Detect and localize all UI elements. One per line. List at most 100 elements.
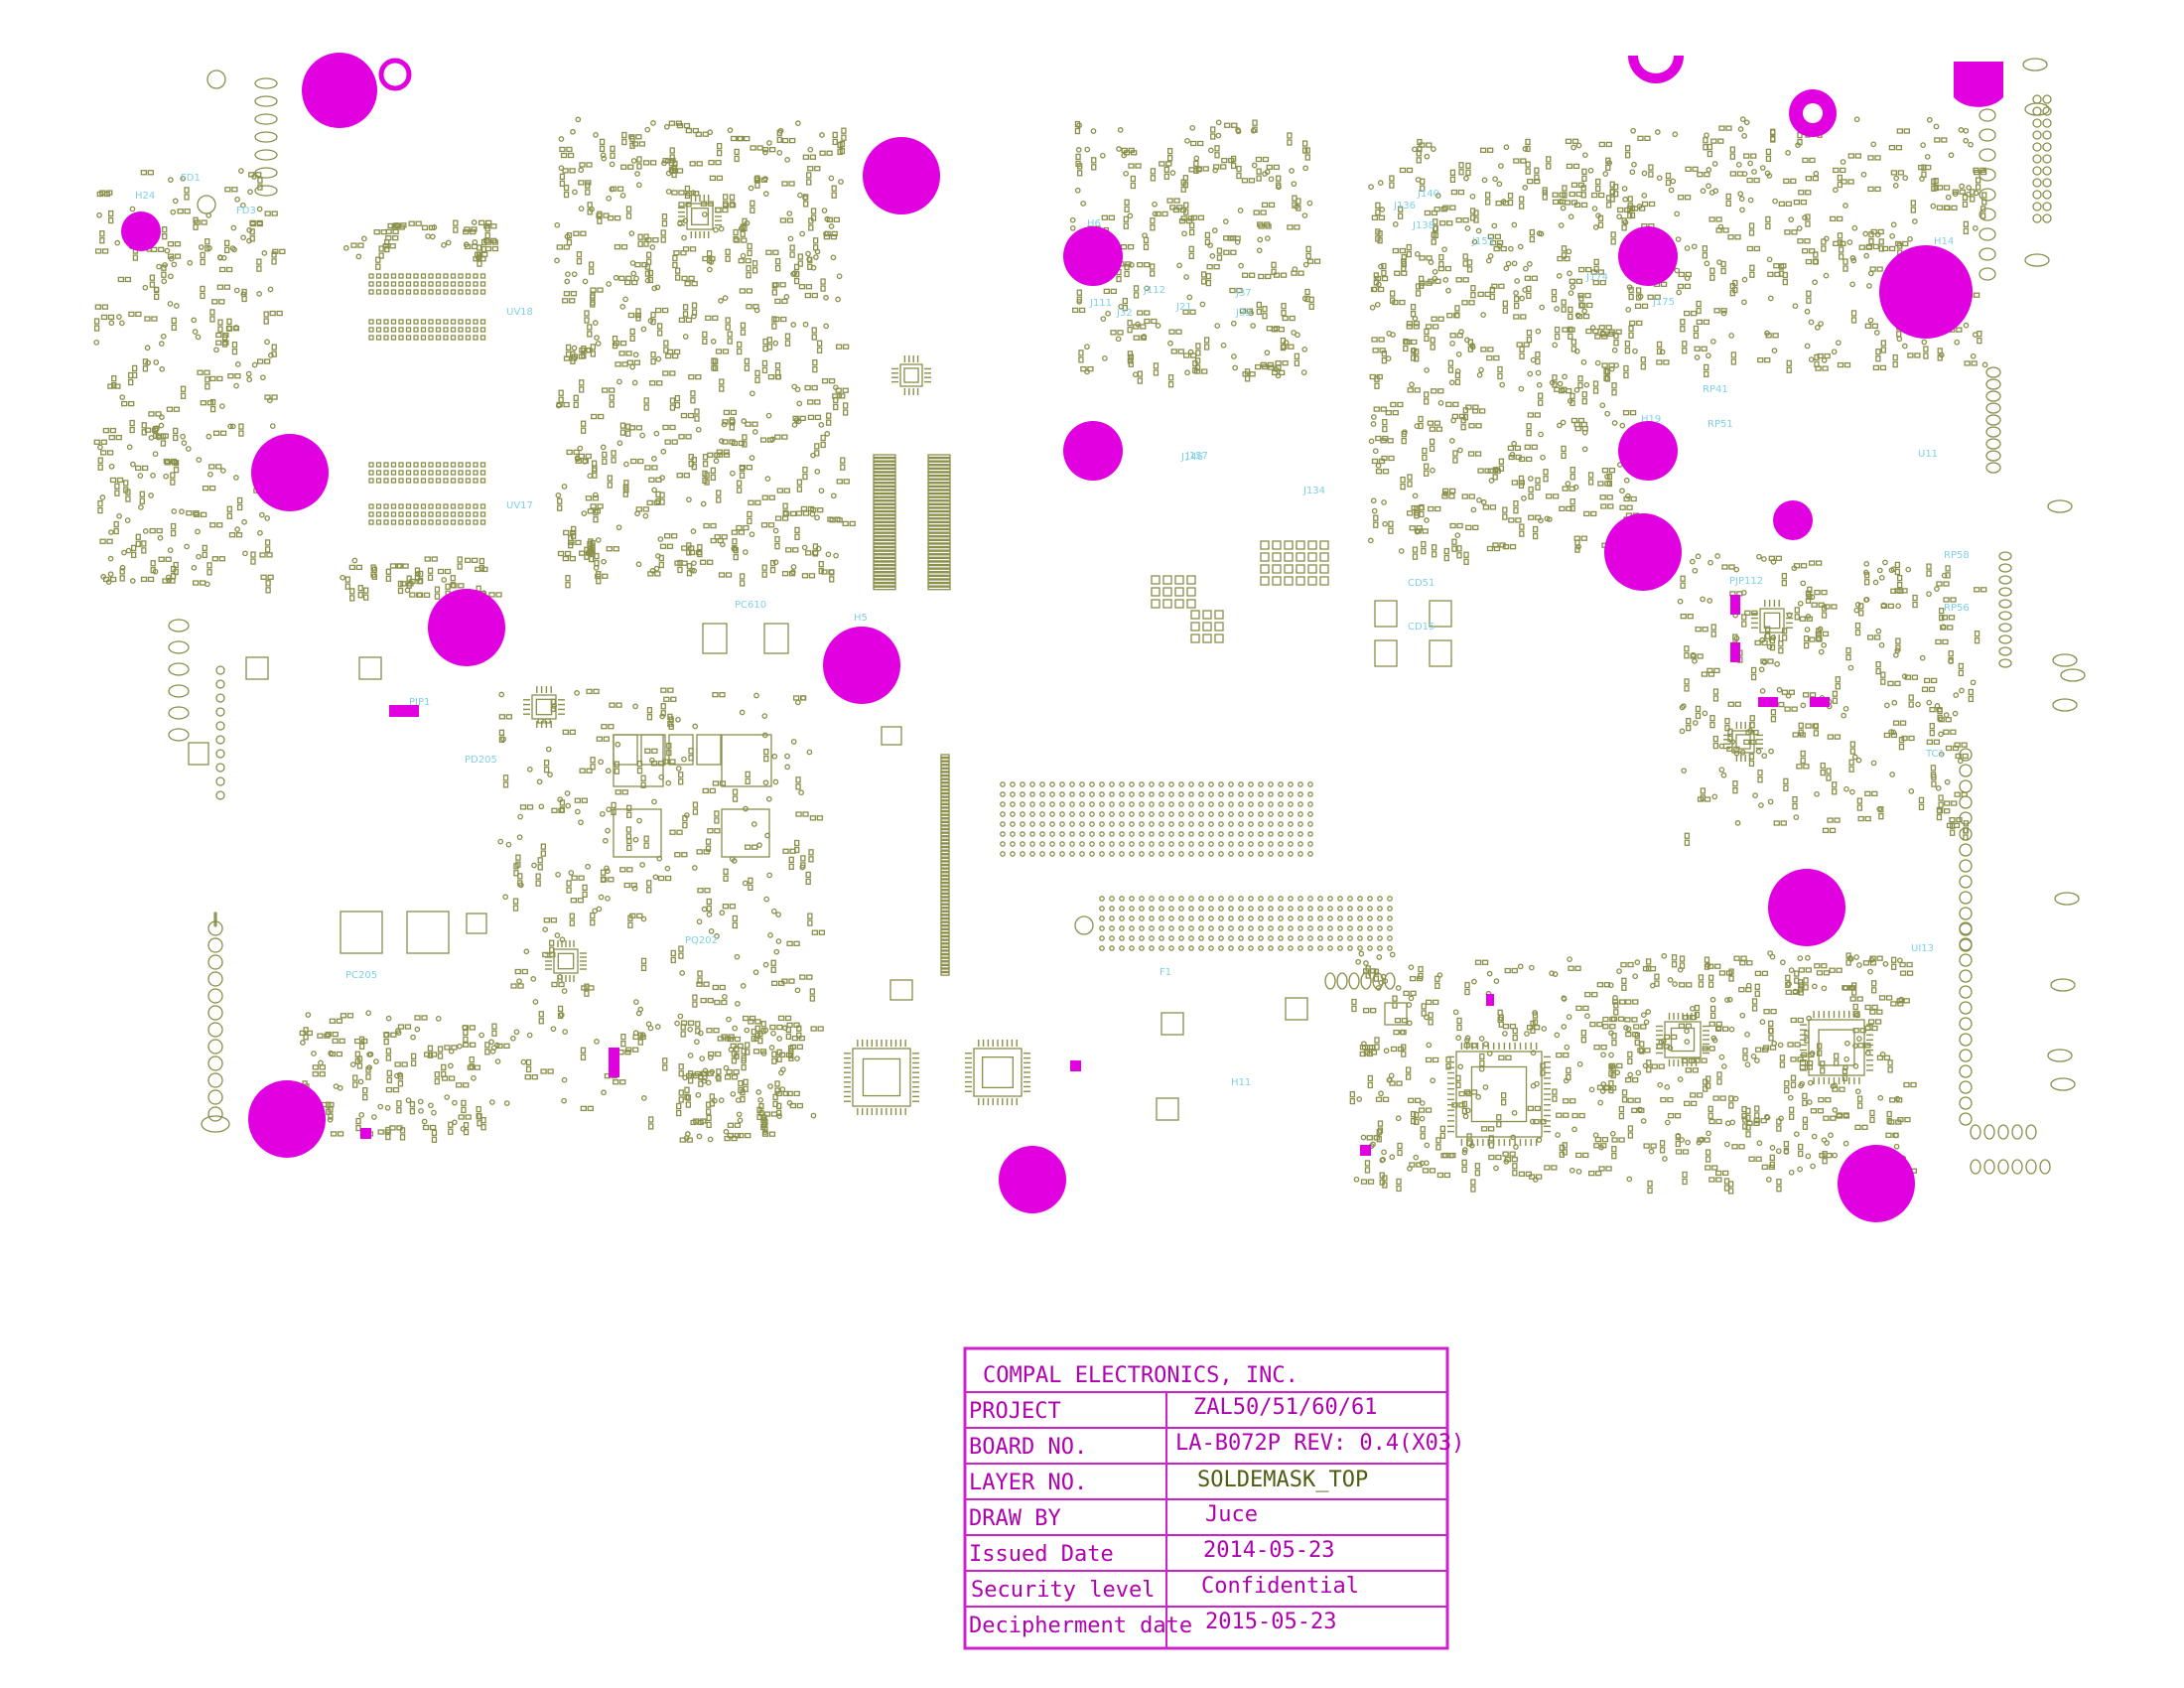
via bbox=[1966, 185, 1973, 191]
smd-pad bbox=[1697, 172, 1704, 178]
via bbox=[1371, 414, 1377, 420]
connector-pad-right bbox=[1985, 366, 2001, 378]
smd-pad bbox=[1127, 357, 1134, 364]
pad-array-cell bbox=[1319, 564, 1329, 574]
edge-pin-right-2 bbox=[1959, 953, 1973, 967]
pad-array-cell bbox=[428, 511, 434, 517]
via bbox=[1717, 223, 1724, 230]
smd-pad bbox=[768, 494, 775, 500]
bga-ball-a bbox=[1119, 781, 1125, 787]
via bbox=[677, 1013, 684, 1020]
via bbox=[707, 266, 713, 273]
fpc-finger-long bbox=[940, 864, 950, 869]
smd-pad bbox=[739, 465, 747, 471]
oval-pad bbox=[168, 728, 190, 742]
connector-pad bbox=[254, 95, 278, 107]
smd-pad bbox=[1592, 380, 1599, 387]
smd-pad bbox=[1140, 324, 1147, 330]
smd-pad bbox=[582, 884, 588, 891]
smd-pad bbox=[637, 233, 643, 240]
power-inductor bbox=[613, 808, 662, 858]
fpc-finger bbox=[927, 503, 951, 508]
smd-pad bbox=[1388, 527, 1394, 534]
via bbox=[168, 177, 174, 183]
smd-pad bbox=[215, 332, 222, 339]
smd-pad bbox=[1682, 341, 1688, 348]
via bbox=[148, 492, 154, 498]
bga-ball-a bbox=[1000, 821, 1006, 827]
large-pad bbox=[358, 656, 382, 680]
via bbox=[180, 433, 187, 440]
edge-pin-right-2 bbox=[1959, 1112, 1973, 1126]
smd-pad bbox=[101, 248, 109, 254]
smd-pad bbox=[1720, 260, 1726, 268]
pad-array-cell bbox=[473, 462, 478, 468]
smd-pad bbox=[498, 714, 505, 720]
bga-ball-b bbox=[1168, 925, 1174, 931]
edge-oval-pad-right bbox=[2052, 653, 2078, 667]
smd-pad bbox=[1729, 290, 1735, 297]
fpc-finger bbox=[927, 568, 951, 573]
smd-pad bbox=[670, 956, 676, 964]
pad-array-cell bbox=[405, 503, 412, 509]
smd-pad bbox=[1373, 406, 1380, 412]
pad-array-cell bbox=[428, 319, 434, 325]
pad-array-cell bbox=[465, 503, 472, 509]
smd-pad bbox=[738, 258, 745, 264]
smd-pad bbox=[695, 131, 702, 137]
via bbox=[108, 529, 114, 535]
via bbox=[1264, 350, 1271, 356]
pad-array-cell bbox=[443, 470, 449, 476]
via bbox=[1090, 128, 1097, 134]
smd-pad bbox=[149, 274, 156, 281]
via bbox=[1251, 162, 1258, 169]
ic-thermal-pad bbox=[1763, 612, 1781, 630]
smd-pad bbox=[1502, 200, 1509, 207]
fpc-finger bbox=[927, 525, 951, 530]
smd-pad bbox=[1214, 152, 1220, 159]
smd-pad bbox=[385, 575, 391, 582]
bga-ball-b bbox=[1188, 925, 1194, 931]
smd-pad bbox=[1462, 260, 1468, 267]
via bbox=[1581, 308, 1588, 315]
header-pin-right bbox=[2032, 213, 2042, 223]
smd-pad bbox=[776, 1055, 782, 1062]
smd-pad bbox=[1773, 263, 1780, 269]
via bbox=[752, 969, 759, 976]
pad-array-cell bbox=[413, 519, 419, 525]
via bbox=[1708, 190, 1715, 196]
smd-pad bbox=[716, 175, 724, 182]
smd-pad bbox=[1656, 341, 1663, 349]
smd-pad bbox=[790, 510, 797, 516]
smd-pad bbox=[578, 875, 585, 881]
via bbox=[242, 550, 248, 557]
bga-ball-a bbox=[1129, 841, 1135, 847]
smd-pad bbox=[1684, 283, 1692, 289]
bga-ball-b bbox=[1168, 935, 1174, 941]
smd-pad bbox=[1381, 269, 1387, 277]
smd-pad bbox=[1693, 325, 1700, 333]
smd-pad bbox=[573, 394, 579, 401]
smd-pad bbox=[1870, 228, 1877, 235]
via bbox=[635, 561, 642, 568]
via bbox=[150, 472, 156, 479]
smd-pad bbox=[569, 555, 577, 562]
smd-pad bbox=[1648, 164, 1654, 171]
smd-pad bbox=[570, 351, 576, 357]
bga-ball-a bbox=[1297, 851, 1303, 857]
bga-ball-a bbox=[1168, 791, 1174, 797]
smd-pad bbox=[756, 145, 763, 151]
smd-pad bbox=[782, 502, 788, 509]
smd-pad bbox=[1822, 827, 1830, 833]
smd-pad bbox=[650, 351, 656, 358]
smd-pad bbox=[1234, 235, 1241, 241]
smd-pad bbox=[649, 380, 656, 386]
via bbox=[1800, 702, 1807, 709]
smd-pad bbox=[1426, 280, 1433, 286]
smd-pad bbox=[257, 177, 263, 184]
via bbox=[633, 999, 639, 1005]
smd-pad bbox=[1422, 454, 1428, 462]
smd-pad bbox=[1609, 196, 1615, 203]
bga-ball-a bbox=[1139, 801, 1145, 807]
smd-pad bbox=[1200, 271, 1207, 278]
